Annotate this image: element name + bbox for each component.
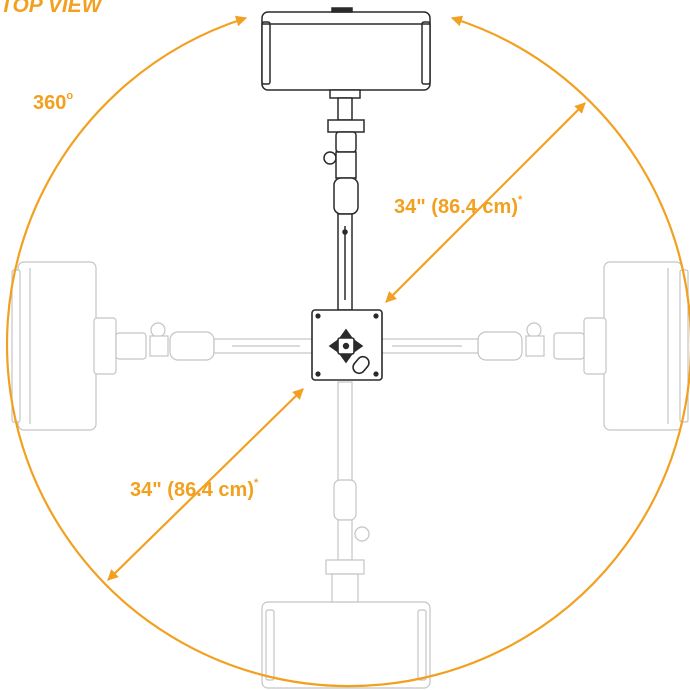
dimension-lower-footnote: * <box>254 477 259 489</box>
ghost-speaker-left <box>11 261 315 431</box>
rotation-arc-arrow-icon <box>5 15 690 688</box>
diagram-title: TOP VIEW <box>0 0 102 17</box>
dimension-upper-text: 34" (86.4 cm) <box>394 196 518 218</box>
dimension-arrow-icon <box>107 388 304 581</box>
dimension-label-lower: 34" (86.4 cm)* <box>130 477 259 501</box>
ghost-speaker-right <box>377 261 689 431</box>
ghost-speaker-bottom <box>261 381 431 689</box>
rotation-label: 360o <box>33 90 74 114</box>
dimension-label-upper: 34" (86.4 cm)* <box>394 194 523 218</box>
dimension-lower-text: 34" (86.4 cm) <box>130 479 254 501</box>
active-speaker-top <box>261 7 431 311</box>
dimension-arrow-icon <box>385 102 586 303</box>
mount-plate-icon <box>311 309 383 381</box>
dimension-upper-footnote: * <box>518 194 523 206</box>
rotation-unit: o <box>66 90 74 102</box>
rotation-value: 360 <box>33 92 67 114</box>
